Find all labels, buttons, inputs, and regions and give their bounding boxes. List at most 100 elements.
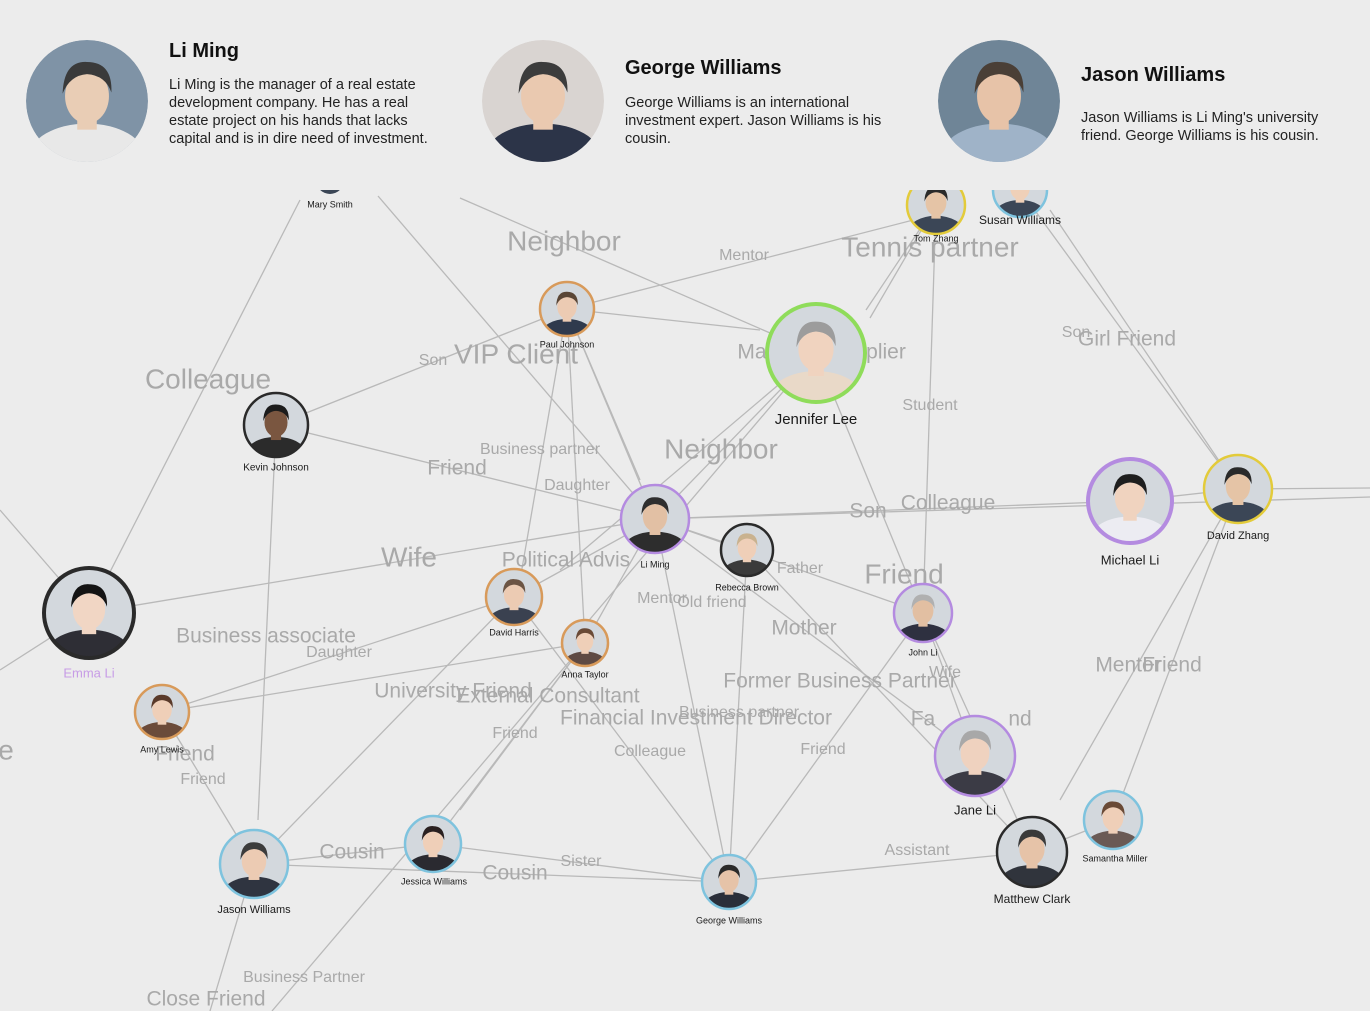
relationship-edge (253, 596, 515, 865)
person-node-li-ming[interactable]: Li Ming (619, 483, 691, 569)
person-node-jennifer-lee[interactable]: Jennifer Lee (765, 302, 867, 428)
person-avatar-icon (316, 190, 344, 194)
relationship-label: Friend (427, 457, 487, 480)
person-node-rebecca-brown[interactable]: Rebecca Brown (715, 522, 779, 592)
person-node-jane-li[interactable]: Jane Li (933, 714, 1017, 817)
person-avatar-icon (997, 817, 1067, 887)
relationship-label: Ma (737, 341, 766, 364)
person-node-mary-smith[interactable]: Mary Smith (307, 190, 353, 209)
person-node-kevin-johnson[interactable]: Kevin Johnson (242, 391, 310, 474)
person-node-george-williams[interactable]: George Williams (696, 853, 763, 925)
relationship-edge (459, 642, 586, 811)
relationship-label: Father (777, 560, 824, 577)
relationship-edge (728, 549, 748, 883)
person-avatar-icon (993, 190, 1047, 217)
relationship-label: Business Partner (243, 969, 366, 986)
relationship-label: Neighbor (664, 433, 778, 464)
relationship-edge (161, 642, 586, 713)
relationship-edge (377, 195, 656, 520)
relationship-label: Business partner (679, 704, 800, 721)
relationship-edge (746, 549, 1033, 853)
relationship-edge (513, 596, 730, 883)
relationship-label: Friend (1142, 654, 1202, 677)
person-node-matthew-clark[interactable]: Matthew Clark (994, 815, 1072, 906)
person-name-label: Emma Li (63, 665, 114, 680)
relationship-label: Daughter (544, 477, 610, 494)
person-avatar-icon (135, 685, 189, 739)
person-node-anna-taylor[interactable]: Anna Taylor (560, 618, 610, 679)
person-avatar-icon (1084, 791, 1142, 849)
profile-description: Jason Williams is Li Ming's university f… (1081, 110, 1319, 144)
relationship-edge (654, 518, 976, 757)
relationship-label: Mother (771, 617, 836, 640)
person-node-paul-johnson[interactable]: Paul Johnson (538, 280, 596, 349)
person-node-emma-li[interactable]: Emma Li (42, 566, 136, 680)
profile-description: Li Ming is the manager of a real estate … (169, 77, 428, 147)
person-node-jason-williams[interactable]: Jason Williams (217, 828, 291, 916)
person-avatar-icon (562, 620, 608, 666)
relationship-label: Fa (911, 708, 936, 731)
profile-description: George Williams is an international inve… (625, 95, 882, 147)
relationship-edge (1049, 209, 1239, 490)
person-node-amy-lewis[interactable]: Amy Lewis (133, 683, 191, 754)
person-name-label: David Zhang (1207, 530, 1269, 542)
person-avatar-icon (405, 816, 461, 872)
relationship-label: Former Business Partner (723, 670, 956, 693)
relationship-label: Financial Investment Director (560, 707, 832, 730)
person-avatar-icon (486, 569, 542, 625)
person-name-label: John Li (908, 647, 937, 657)
relationship-edge (566, 308, 761, 331)
profile-avatar (938, 40, 1060, 162)
person-avatar-icon (907, 190, 965, 234)
person-node-susan-williams[interactable]: Susan Williams (979, 190, 1061, 230)
relationship-label: e (0, 734, 14, 765)
person-node-john-li[interactable]: John Li (892, 582, 954, 657)
relationship-edge (519, 308, 568, 581)
relationship-edge (584, 352, 817, 626)
person-node-samantha-miller[interactable]: Samantha Miller (1082, 789, 1148, 863)
relationship-edge (88, 199, 301, 614)
relationship-edge (566, 207, 961, 310)
relationship-label: Colleague (901, 492, 996, 515)
relationship-edge (1019, 190, 1239, 490)
person-avatar-icon (894, 584, 952, 642)
person-node-michael-li[interactable]: Michael Li (1086, 457, 1174, 567)
relationship-label: Colleague (614, 743, 686, 760)
relationship-edge (1059, 488, 1239, 801)
person-avatar-icon (244, 393, 308, 457)
relationship-label: Old friend (677, 594, 746, 611)
relationship-edge (253, 863, 730, 883)
relationship-edge (922, 204, 937, 614)
profile-name: Li Ming (169, 40, 239, 62)
person-node-jessica-williams[interactable]: Jessica Williams (401, 814, 468, 886)
person-node-tom-zhang[interactable]: Tom Zhang (905, 190, 967, 248)
relationship-label: External Consultant (456, 685, 639, 708)
relationship-label: Colleague (145, 363, 271, 394)
relationship-label: Wife (381, 541, 437, 572)
profile-portrait-icon (482, 40, 604, 162)
person-avatar-icon (220, 830, 288, 898)
person-avatar-icon (935, 716, 1015, 796)
relationship-label: Mentor (719, 247, 769, 264)
relationship-edge (559, 352, 817, 571)
profile-header: Li Ming Li Ming is the manager of a real… (0, 0, 1370, 190)
person-name-label: Tom Zhang (913, 233, 958, 243)
relationship-label: VIP Client (454, 338, 578, 369)
relationship-edge (161, 596, 515, 713)
person-name-label: David Harris (489, 627, 539, 637)
person-name-label: Jennifer Lee (775, 411, 858, 428)
person-name-label: Kevin Johnson (243, 463, 309, 474)
relationship-label: Tennis partner (841, 231, 1018, 262)
relationship-label: Son (419, 352, 447, 369)
relationship-edge (257, 424, 277, 821)
relationship-label: University Friend (374, 680, 532, 703)
person-avatar-icon (44, 568, 134, 658)
relationship-edge (275, 424, 656, 520)
person-name-label: Jason Williams (217, 904, 291, 916)
person-node-david-zhang[interactable]: David Zhang (1202, 453, 1274, 542)
person-name-label: Jane Li (954, 802, 996, 817)
person-node-david-harris[interactable]: David Harris (484, 567, 544, 638)
person-avatar-icon (540, 282, 594, 336)
